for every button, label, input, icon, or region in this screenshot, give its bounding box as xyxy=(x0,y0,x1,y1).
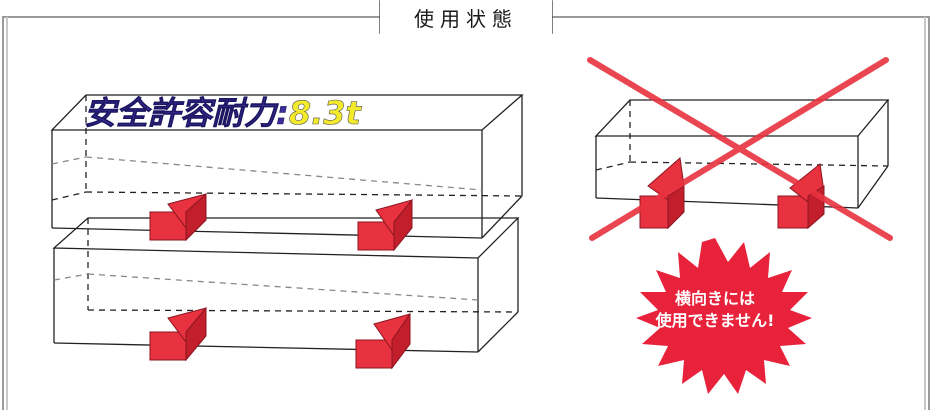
load-capacity-value: 8.3t xyxy=(289,94,363,132)
title-box: 使用状態 xyxy=(380,0,552,34)
warning-line-1: 横向きには xyxy=(674,289,755,308)
load-capacity-prefix: 安全許容耐力: xyxy=(84,94,289,132)
burst-icon xyxy=(636,238,812,394)
load-capacity-label: 安全許容耐力:8.3t xyxy=(84,94,363,132)
bracket-icon xyxy=(149,192,207,242)
cross-mark-icon xyxy=(587,57,893,241)
warning-line-2: 使用できません! xyxy=(655,311,775,330)
bracket-icon xyxy=(357,198,413,252)
page-title: 使用状態 xyxy=(414,6,518,31)
warning-message: 横向きには 使用できません! xyxy=(622,288,808,332)
bracket-icon xyxy=(355,312,411,370)
bracket-icon xyxy=(149,306,207,362)
